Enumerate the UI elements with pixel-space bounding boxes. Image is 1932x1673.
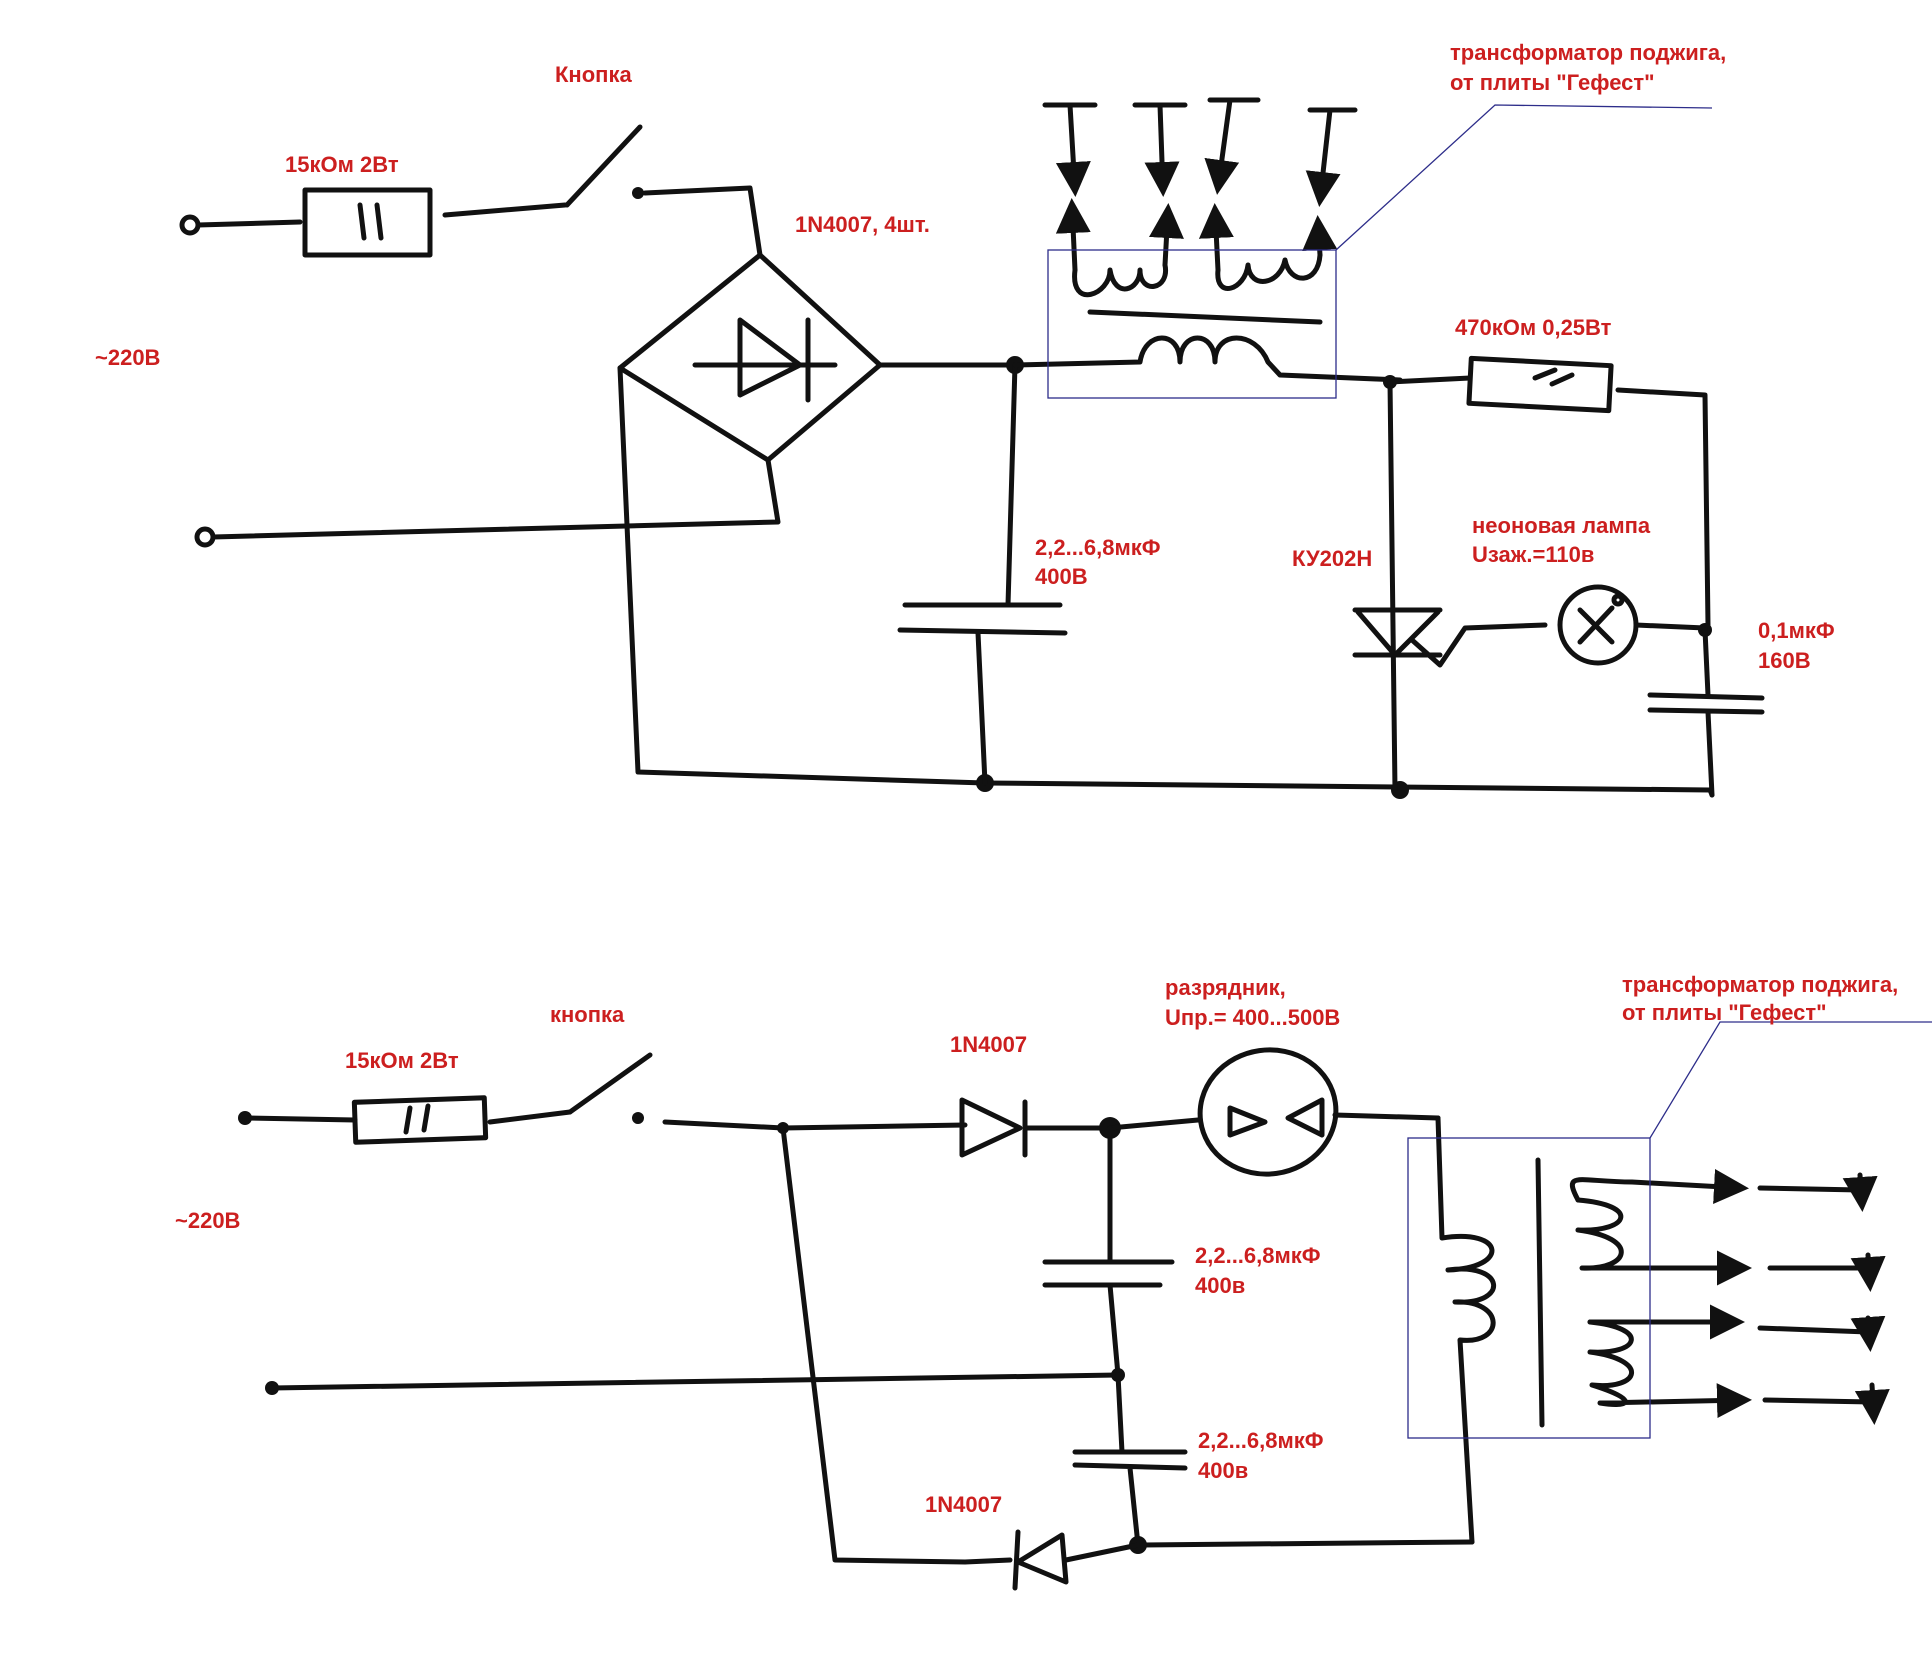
top-electrode-4 — [1310, 107, 1358, 200]
top-label-button: Кнопка — [555, 62, 632, 87]
top-wire-neg-rail — [617, 365, 1715, 798]
top-transformer-frame — [1047, 249, 1337, 399]
top-circuit — [179, 97, 1765, 799]
top-bridge-diode-symbol — [692, 317, 838, 403]
top-electrode-1 — [1045, 102, 1095, 190]
bottom-diode-2 — [962, 1529, 1069, 1591]
top-transformer-leader — [1335, 104, 1713, 251]
top-switch — [564, 124, 643, 208]
bottom-labels: кнопка 15кОм 2Вт 1N4007 разрядник, Uпр.=… — [175, 972, 1898, 1517]
top-label-resistor: 15кОм 2Вт — [285, 152, 399, 177]
bottom-label-cap2-2: 400в — [1198, 1458, 1248, 1483]
top-label-thyristor: КУ202Н — [1292, 546, 1372, 571]
bottom-label-button: кнопка — [550, 1002, 625, 1027]
top-resistor-470k — [1466, 355, 1614, 414]
bottom-transformer-primary — [1435, 1115, 1497, 1545]
top-wire-res-switch — [442, 202, 568, 218]
bottom-capacitor-1 — [1042, 1125, 1175, 1378]
bottom-label-cap1-1: 2,2...6,8мкФ — [1195, 1243, 1321, 1268]
top-label-cap2-2: 160В — [1758, 648, 1811, 673]
top-resistor-15k — [302, 187, 433, 258]
top-label-bridge: 1N4007, 4шт. — [795, 212, 930, 237]
top-wire-bridge-bottom — [210, 457, 781, 540]
top-electrode-3 — [1210, 97, 1261, 188]
top-label-mains: ~220В — [95, 345, 160, 370]
top-transformer-primary — [1012, 335, 1403, 383]
bottom-label-gap-2: Uпр.= 400...500В — [1165, 1005, 1340, 1030]
bottom-label-gap-1: разрядник, — [1165, 975, 1286, 1000]
bottom-spark-gap — [1197, 1047, 1339, 1177]
bottom-electrode-2 — [1767, 1255, 1870, 1285]
bottom-electrode-3 — [1757, 1318, 1870, 1345]
bottom-switch — [567, 1052, 653, 1115]
bottom-label-transformer-2: от плиты "Гефест" — [1622, 1000, 1827, 1025]
bottom-capacitor-2 — [1072, 1372, 1188, 1548]
bottom-label-diode2: 1N4007 — [925, 1492, 1002, 1517]
bottom-diode-1 — [959, 1097, 1028, 1158]
top-label-cap2-1: 0,1мкФ — [1758, 618, 1835, 643]
bottom-transformer-frame — [1407, 1137, 1651, 1439]
bottom-resistor-15k — [351, 1095, 489, 1145]
bottom-circuit — [238, 1021, 1932, 1591]
top-label-resistor2: 470кОм 0,25Вт — [1455, 315, 1612, 340]
top-label-capacitor-2: 400В — [1035, 564, 1088, 589]
top-transformer-secondary — [1072, 252, 1323, 298]
top-electrode-2 — [1135, 102, 1185, 190]
bottom-transformer-secondary-1 — [1569, 1169, 1749, 1204]
bottom-wire-left-rail — [780, 1125, 968, 1565]
top-capacitor-small — [1647, 627, 1765, 798]
top-labels: Кнопка 15кОм 2Вт 1N4007, 4шт. ~220В тран… — [95, 40, 1835, 673]
top-label-transformer-2: от плиты "Гефест" — [1450, 70, 1655, 95]
bottom-label-cap2-1: 2,2...6,8мкФ — [1198, 1428, 1324, 1453]
bottom-label-mains: ~220В — [175, 1208, 240, 1233]
top-label-lamp-1: неоновая лампа — [1472, 513, 1651, 538]
top-label-lamp-2: Uзаж.=110в — [1472, 542, 1594, 567]
bottom-transformer-leader — [1649, 1021, 1932, 1139]
top-thyristor — [1352, 379, 1548, 793]
bottom-transformer-core — [1535, 1157, 1545, 1428]
top-wire-input — [195, 219, 303, 228]
top-capacitor-main — [897, 362, 1068, 786]
bottom-electrode-4 — [1762, 1382, 1874, 1418]
top-label-capacitor-1: 2,2...6,8мкФ — [1035, 535, 1161, 560]
top-transformer-core — [1087, 309, 1323, 325]
bottom-label-resistor: 15кОм 2Вт — [345, 1048, 459, 1073]
bottom-label-cap1-2: 400в — [1195, 1273, 1245, 1298]
top-diode-bridge — [617, 252, 883, 463]
bottom-label-diode1: 1N4007 — [950, 1032, 1027, 1057]
bottom-label-transformer-1: трансформатор поджига, — [1622, 972, 1898, 997]
top-label-transformer-1: трансформатор поджига, — [1450, 40, 1726, 65]
bottom-electrode-1 — [1757, 1175, 1862, 1205]
